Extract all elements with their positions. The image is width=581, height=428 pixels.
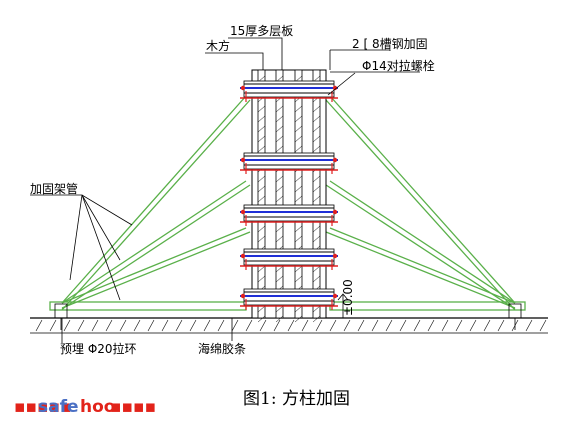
- clamp-row: [240, 204, 338, 226]
- plywood-label: 15厚多层板: [230, 24, 293, 38]
- brace-tube-label: 加固架管: [30, 181, 78, 196]
- watermark-dots-right: ▪▪▪▪: [110, 397, 156, 417]
- timber-label: 木方: [206, 38, 230, 53]
- embedded-ring-left: [54, 303, 68, 330]
- watermark-logo: ▪▪▪▪▪ safe hoo ▪▪▪▪: [14, 397, 156, 417]
- ground-slab: [30, 317, 548, 334]
- clamp-row: [240, 152, 338, 174]
- embedded-ring-right: [508, 303, 522, 330]
- figure-caption: 图1: 方柱加固: [243, 389, 350, 409]
- leader-lines: [30, 37, 420, 343]
- right-brace-tubes: [325, 95, 526, 311]
- watermark-brand-safe: safe: [38, 397, 79, 417]
- sponge-strip-label: 海绵胶条: [198, 341, 246, 356]
- left-brace-tubes: [49, 95, 251, 311]
- channel-steel-label: 2 [ 8槽钢加固: [352, 37, 428, 51]
- bolt-label: Φ14对拉螺栓: [362, 58, 435, 73]
- clamp-row: [240, 288, 338, 310]
- watermark-dots-left: ▪▪▪▪▪: [14, 397, 72, 417]
- watermark-brand-hoo: hoo: [80, 397, 115, 417]
- channel-steel-clamps: [240, 80, 338, 310]
- clamp-row: [240, 248, 338, 270]
- clamp-row: [240, 80, 338, 102]
- level-mark: ±0.00: [337, 279, 355, 318]
- column-formwork: [251, 69, 327, 323]
- level-label: ±0.00: [341, 279, 355, 316]
- embedded-ring-label: 预埋 Φ20拉环: [60, 341, 137, 356]
